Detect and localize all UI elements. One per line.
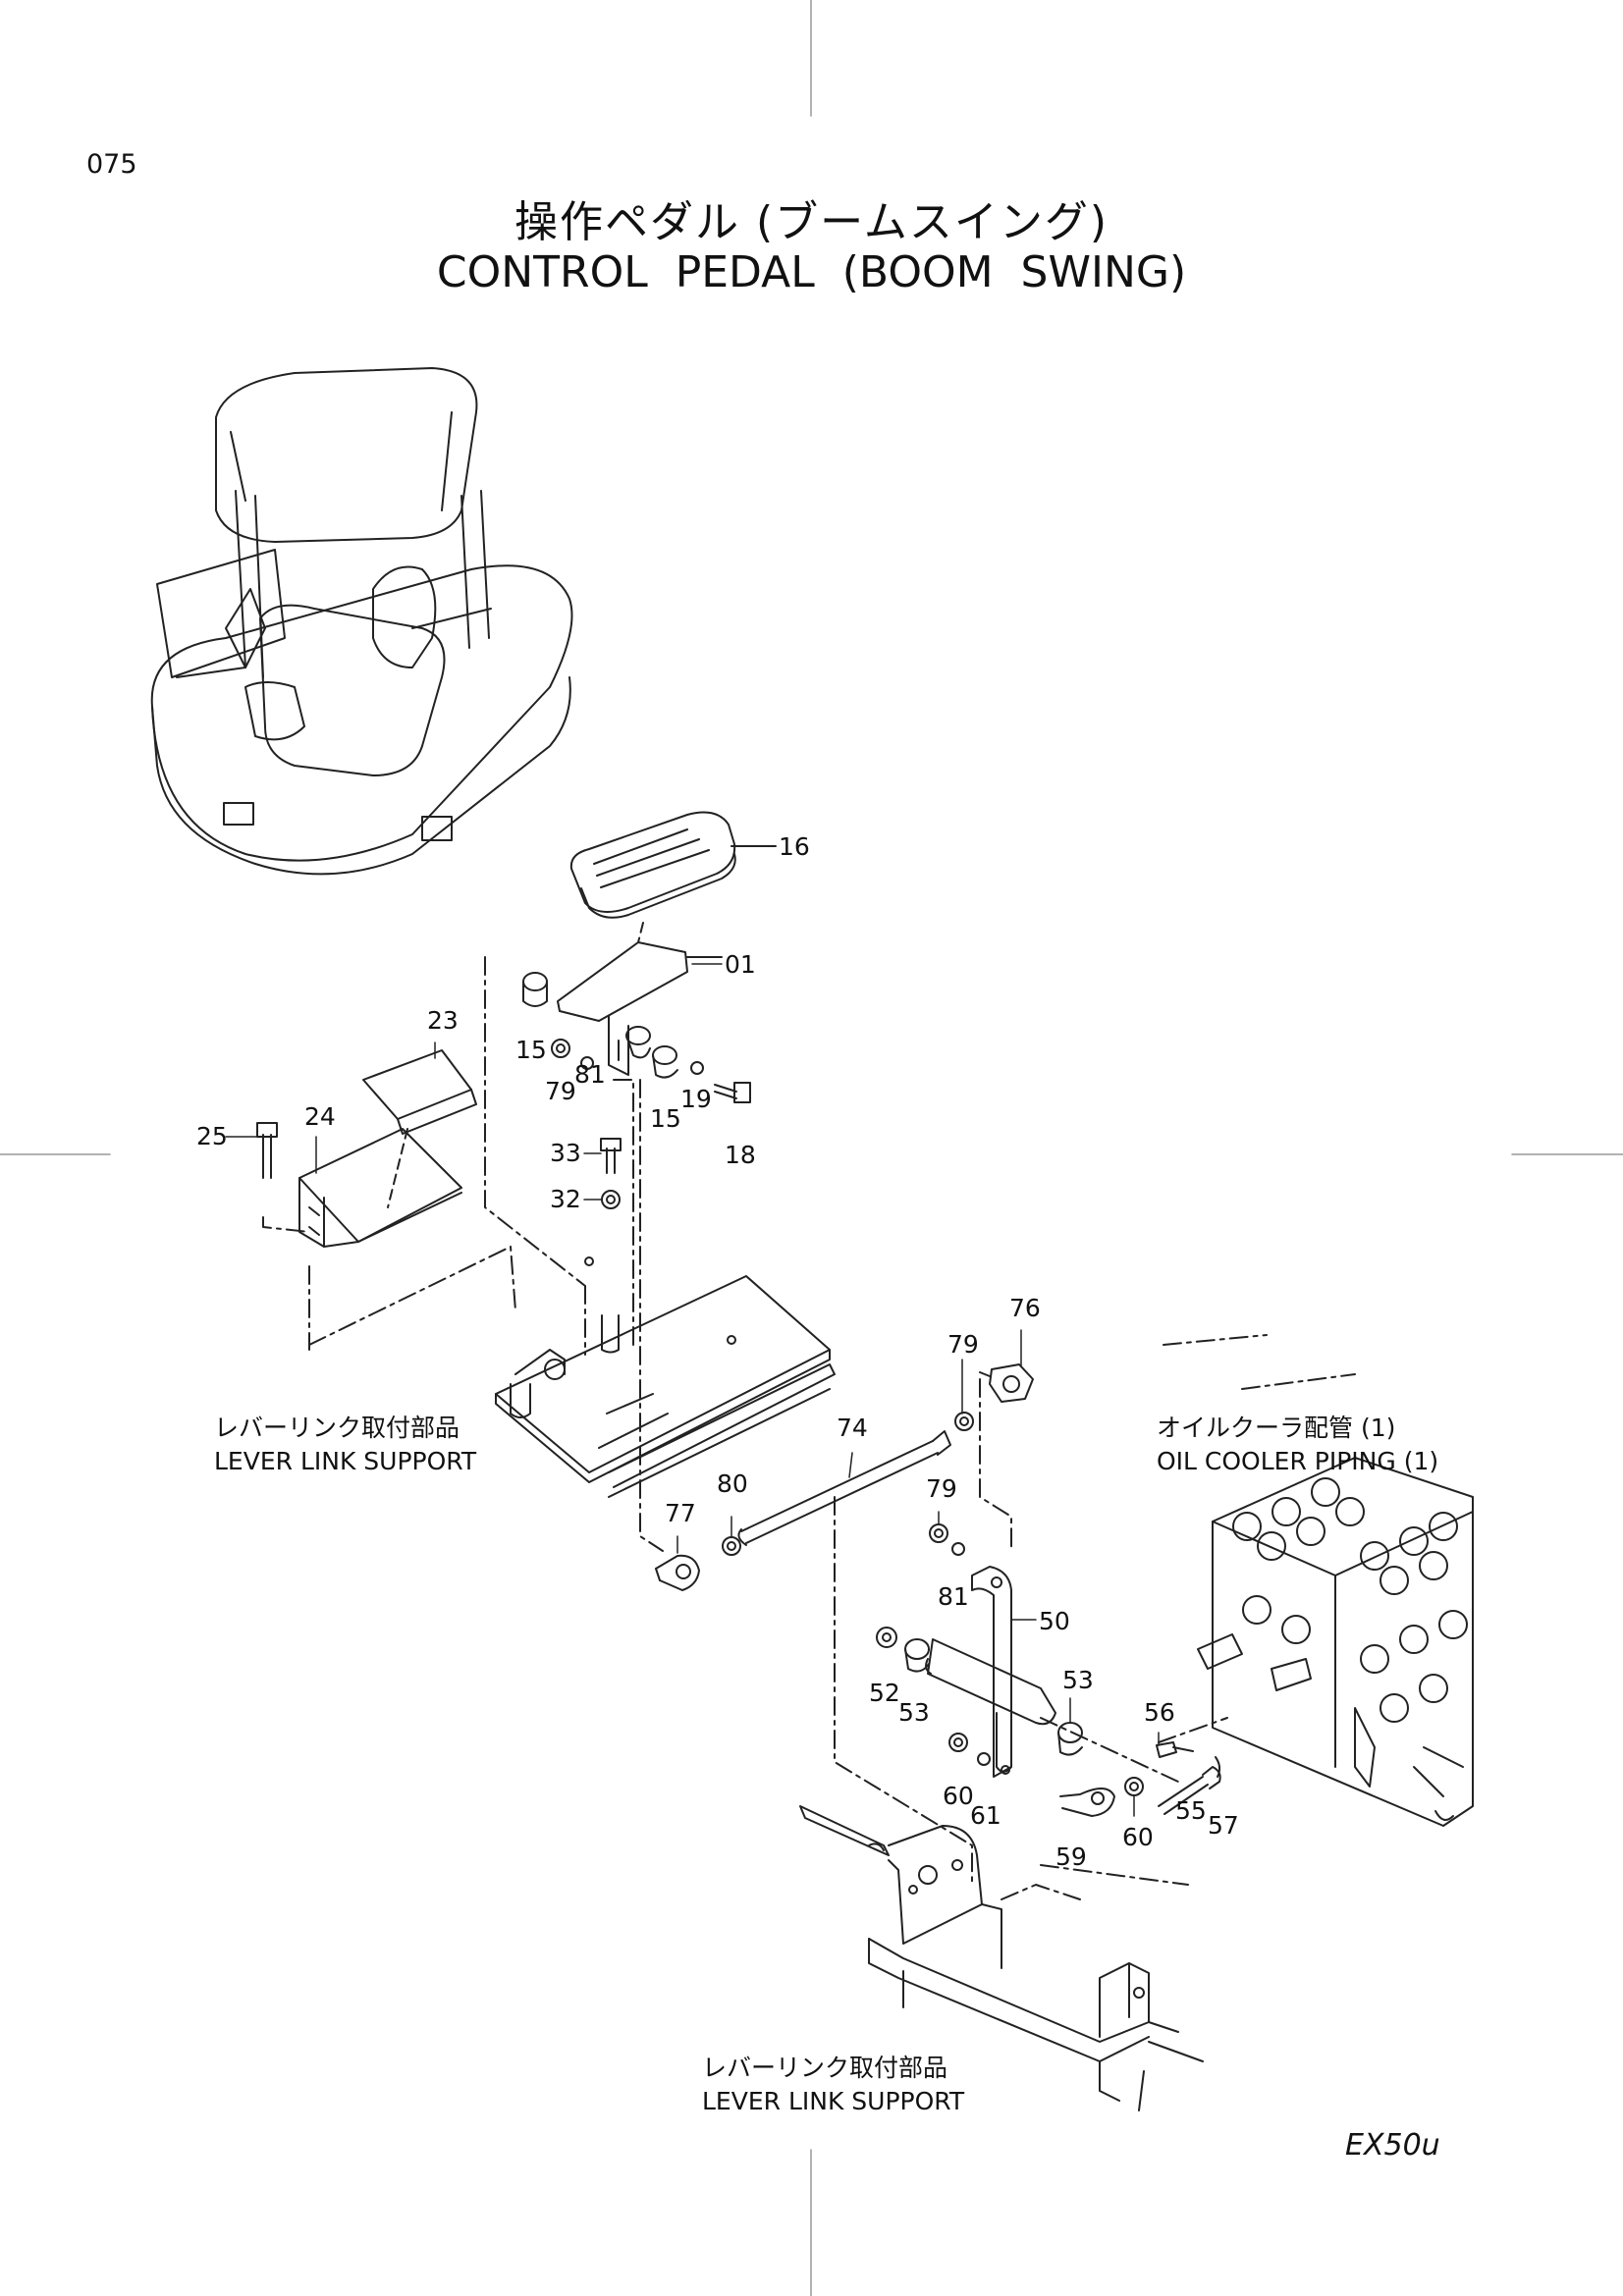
callout-55: 55 — [1175, 1796, 1207, 1825]
rod-drawing — [722, 1412, 974, 1556]
page-number: 075 — [86, 149, 137, 180]
label-jp: レバーリンク取付部品 — [702, 2054, 948, 2082]
lower-support-drawing — [799, 1805, 1204, 2111]
callout-16: 16 — [779, 832, 810, 861]
callout-50: 50 — [1039, 1607, 1070, 1635]
callout-79-lever: 79 — [926, 1474, 957, 1503]
lever-parts-drawing — [876, 1523, 1221, 1817]
model-name: EX50u — [1345, 2128, 1440, 2163]
lever-drawing — [925, 1566, 1056, 1778]
callout-77: 77 — [665, 1499, 696, 1527]
label-jp: オイルクーラ配管 (1) — [1157, 1414, 1396, 1442]
callout-81-lever: 81 — [938, 1582, 969, 1611]
callout-18: 18 — [725, 1141, 756, 1169]
leader-lines — [225, 963, 1160, 1817]
callout-15-right: 15 — [650, 1104, 681, 1133]
label-lever-link-support-lower: レバーリンク取付部品 LEVER LINK SUPPORT — [702, 2052, 964, 2118]
label-oil-cooler-piping: オイルクーラ配管 (1) OIL COOLER PIPING (1) — [1157, 1412, 1438, 1478]
label-lever-link-support-upper: レバーリンク取付部品 LEVER LINK SUPPORT — [214, 1412, 476, 1478]
callout-53-left: 53 — [898, 1698, 930, 1727]
title-english: CONTROL PEDAL (BOOM SWING) — [436, 247, 1187, 297]
label-en: LEVER LINK SUPPORT — [214, 1447, 477, 1475]
callout-79-upper: 79 — [545, 1077, 576, 1105]
callout-74: 74 — [837, 1414, 868, 1442]
control-valve-drawing — [1197, 1457, 1474, 1827]
pedal-bracket-drawing — [557, 922, 723, 1076]
callout-57: 57 — [1208, 1811, 1239, 1840]
label-en: LEVER LINK SUPPORT — [702, 2087, 965, 2115]
callout-25: 25 — [196, 1122, 228, 1150]
callout-56: 56 — [1144, 1698, 1175, 1727]
floor-plate-drawing — [495, 1256, 836, 1498]
excavator-overview-drawing — [150, 367, 573, 876]
callout-53-right: 53 — [1062, 1666, 1094, 1694]
title-japanese: 操作ペダル (ブームスイング) — [514, 197, 1109, 247]
label-jp: レバーリンク取付部品 — [214, 1414, 460, 1442]
assembly-lines — [262, 956, 1356, 1886]
callout-60-right: 60 — [1122, 1823, 1154, 1851]
callout-23: 23 — [427, 1006, 459, 1035]
callout-01: 01 — [725, 950, 756, 979]
callout-59: 59 — [1055, 1842, 1087, 1871]
callout-60-left: 60 — [943, 1782, 974, 1810]
callout-80: 80 — [717, 1469, 748, 1498]
label-en: OIL COOLER PIPING (1) — [1157, 1447, 1439, 1475]
callout-19: 19 — [680, 1085, 712, 1113]
callout-52: 52 — [869, 1679, 900, 1707]
cover-drawing — [298, 1049, 477, 1248]
callout-33: 33 — [550, 1139, 581, 1167]
small-parts-drawing — [256, 972, 751, 1209]
callout-32: 32 — [550, 1185, 581, 1213]
pedal-pad-drawing — [569, 811, 777, 919]
callout-61: 61 — [970, 1801, 1001, 1830]
callout-15-left: 15 — [515, 1036, 547, 1064]
callout-79-rod: 79 — [947, 1330, 979, 1359]
joint-drawing — [655, 1363, 1034, 1591]
callout-24: 24 — [304, 1102, 336, 1131]
callout-76: 76 — [1009, 1294, 1041, 1322]
callout-81-upper: 81 — [574, 1060, 606, 1089]
